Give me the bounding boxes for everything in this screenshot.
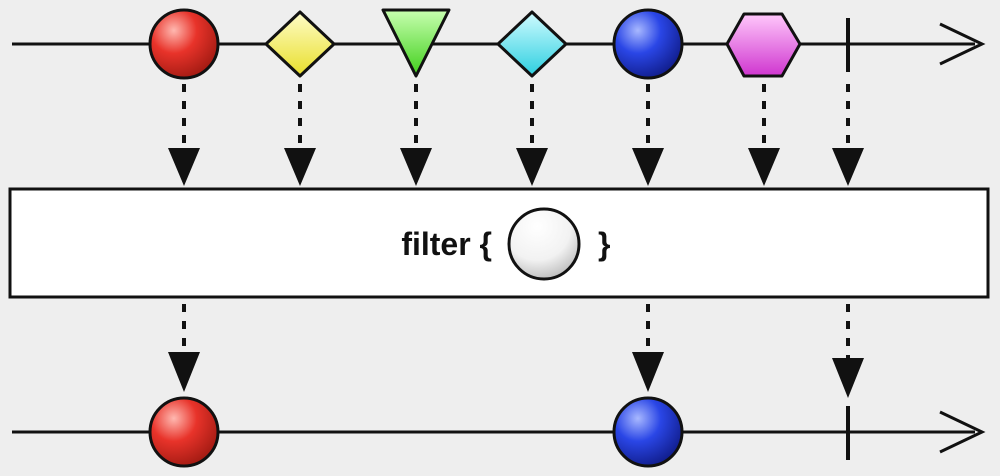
input-timeline bbox=[12, 8, 986, 80]
arrowhead bbox=[168, 352, 200, 392]
operator-box: filter { } bbox=[8, 187, 990, 299]
arrowhead bbox=[832, 358, 864, 398]
operator-label-suffix: } bbox=[598, 226, 610, 262]
output-marble-red-circle bbox=[148, 396, 220, 468]
output-timeline-arrowhead bbox=[939, 410, 986, 454]
operator-to-output-arrowheads bbox=[168, 352, 864, 398]
input-marble-blue-circle bbox=[612, 8, 684, 80]
arrowhead bbox=[748, 148, 780, 186]
input-marble-green-triangle bbox=[381, 8, 451, 78]
arrowhead bbox=[168, 148, 200, 186]
input-timeline-arrowhead bbox=[939, 22, 986, 66]
arrowhead bbox=[284, 148, 316, 186]
input-to-operator-arrowheads bbox=[168, 148, 864, 186]
predicate-marble-white-circle bbox=[507, 207, 581, 281]
arrowhead bbox=[632, 148, 664, 186]
input-marble-red-circle bbox=[148, 8, 220, 80]
input-to-operator-arrows bbox=[182, 84, 850, 148]
output-timeline bbox=[12, 396, 986, 468]
arrowhead bbox=[400, 148, 432, 186]
arrowhead bbox=[632, 352, 664, 392]
arrowhead bbox=[516, 148, 548, 186]
input-marble-cyan-diamond bbox=[496, 10, 568, 78]
operator-to-output-arrows bbox=[182, 304, 850, 358]
operator-box-frame bbox=[8, 187, 990, 299]
input-marble-yellow-diamond bbox=[264, 10, 336, 78]
operator-label-prefix: filter { bbox=[401, 226, 492, 262]
output-marble-blue-circle bbox=[612, 396, 684, 468]
input-marble-magenta-hexagon bbox=[725, 12, 802, 78]
arrowhead bbox=[832, 148, 864, 186]
